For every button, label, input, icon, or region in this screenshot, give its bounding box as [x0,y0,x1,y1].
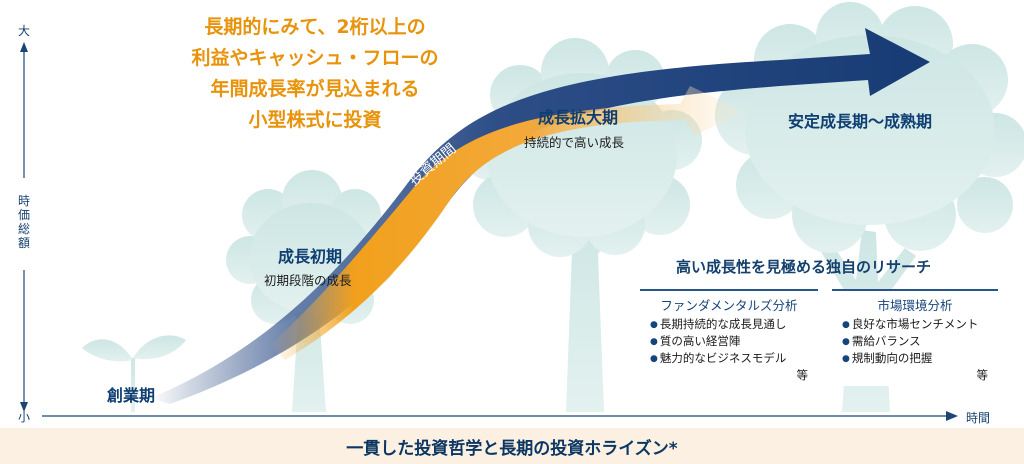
headline-line-4: 小型株式に投資 [248,109,382,131]
market-header: 市場環境分析 [877,298,953,313]
y-axis-title: 時価総額 [17,194,30,250]
market-card: 市場環境分析 良好な市場センチメント 需給バランス 規制動向の把握 等 [832,289,998,386]
footer-band [0,428,1024,464]
list-item: 規制動向の把握 [842,351,998,368]
sprout-icon [82,335,186,412]
list-item: 質の高い経営陣 [650,334,818,351]
market-list: 良好な市場センチメント 需給バランス 規制動向の把握 [832,317,998,368]
list-item: 需給バランス [842,334,998,351]
stage-early: 成長初期 [278,247,343,266]
x-axis [42,411,958,421]
growth-arrow-dark [150,28,930,404]
fundamentals-header: ファンダメンタルズ分析 [660,298,798,313]
stage-expansion: 成長拡大期 [538,108,619,127]
headline-line-2: 利益やキャッシュ・フローの [191,47,439,69]
headline-line-1: 長期的にみて、2桁以上の [204,16,426,38]
y-axis-low-label: 小 [17,410,30,424]
fundamentals-card: ファンダメンタルズ分析 長期持続的な成長見通し 質の高い経営陣 魅力的なビジネス… [640,289,818,386]
y-axis-high-label: 大 [17,24,30,38]
footer-text: 一貫した投資哲学と長期の投資ホライズン* [346,439,678,459]
x-axis-title: 時間 [966,411,991,425]
fundamentals-list: 長期持続的な成長見通し 質の高い経営陣 魅力的なビジネスモデル [640,317,818,368]
list-item: 良好な市場センチメント [842,317,998,334]
growth-arrow-orange [270,86,745,360]
stage-founding: 創業期 [107,386,156,405]
list-item: 長期持続的な成長見通し [650,317,818,334]
research-title: 高い成長性を見極める独自のリサーチ [676,258,932,276]
market-etc: 等 [976,368,989,382]
fundamentals-etc: 等 [796,368,809,382]
list-item: 魅力的なビジネスモデル [650,351,818,368]
headline-line-3: 年間成長率が見込まれる [210,78,420,100]
stage-mature: 安定成長期〜成熟期 [788,112,933,131]
y-axis [20,42,28,412]
stage-early-sub: 初期段階の成長 [264,273,352,288]
headline: 長期的にみて、2桁以上の 利益やキャッシュ・フローの 年間成長率が見込まれる 小… [180,12,450,136]
stage-expansion-sub: 持続的で高い成長 [524,135,625,150]
